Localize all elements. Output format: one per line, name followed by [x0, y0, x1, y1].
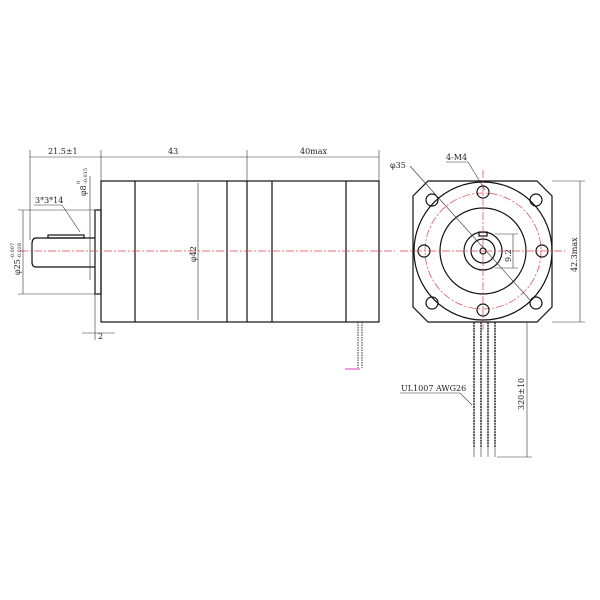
dim-pilot-diameter: φ25 — [13, 259, 22, 275]
pilot-tol-lower: -0.028 — [17, 243, 23, 259]
key-size: 3*3*14 — [35, 196, 63, 205]
dim-flange-thickness: 2 — [98, 332, 103, 341]
front-view: φ35 4-M4 9.2 42.3max UL1007 AWG26 320±10 — [390, 153, 585, 458]
dim-rear-length: 40max — [300, 147, 328, 156]
dim-body-length: 43 — [168, 147, 178, 156]
motor-body — [100, 180, 380, 323]
dim-flat: 9.2 — [504, 249, 513, 262]
dim-wire-length: 320±10 — [517, 378, 526, 410]
shaft-tol-lower: -0.015 — [83, 168, 89, 184]
dim-bolt-circle: φ35 — [390, 161, 406, 170]
side-view: 21.5±1 43 40max 3*3*14 2 φ42 φ25 -0.007 … — [10, 147, 395, 370]
shaft-tol-upper: 0 — [76, 181, 82, 184]
dim-shaft-length: 21.5±1 — [48, 147, 78, 156]
square-flange — [412, 180, 553, 323]
lead-wires — [473, 322, 496, 448]
flange-pilot — [94, 209, 102, 295]
dim-body-diameter: φ42 — [189, 246, 198, 262]
shaft-key — [47, 234, 85, 239]
shaft — [31, 237, 95, 268]
dim-square: 42.3max — [570, 237, 579, 272]
thread-spec: 4-M4 — [446, 153, 467, 162]
dim-shaft-diameter: φ8 — [79, 185, 88, 196]
wire-spec: UL1007 AWG26 — [401, 384, 466, 393]
pilot-tol-upper: -0.007 — [10, 243, 16, 259]
